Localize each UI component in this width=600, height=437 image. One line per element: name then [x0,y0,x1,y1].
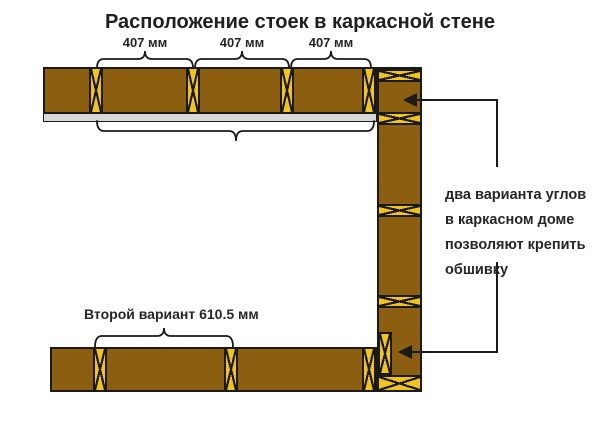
leader-line-top [414,99,498,167]
bottom-wall-stud-1 [93,347,107,392]
second-variant-brace [94,327,234,348]
corner-stud-horizontal [377,375,422,392]
right-wall-stud-4 [377,295,422,308]
dimension-brace-407-1 [96,50,194,69]
dimension-brace-407-3 [290,50,372,69]
dimension-label-407-3: 407 мм [308,35,354,50]
right-wall-stud-3 [377,204,422,217]
corner-annotation: два варианта углов в каркасном доме позв… [445,183,595,283]
second-variant-label: Второй вариант 610.5 мм [84,306,259,322]
bottom-wall-stud-3 [362,347,376,392]
corner-annotation-line-3: позволяют крепить [445,237,586,253]
right-wall-stud-2 [377,112,422,125]
top-wall-stud-3 [280,67,294,114]
top-wall-stud-4 [362,67,376,114]
diagram-title: Расположение стоек в каркасной стене [104,11,496,33]
bottom-wall-stud-2 [224,347,238,392]
sheathing-plate [43,113,377,122]
right-wall-stud-1 [377,69,422,82]
top-wall-stud-2 [186,67,200,114]
corner-annotation-line-2: в каркасном доме [445,212,575,228]
dimension-brace-407-2 [194,50,290,69]
corner-annotation-line-1: два варианта углов [445,187,587,203]
dimension-label-407-1: 407 мм [122,35,168,50]
corner-stud-vertical [378,332,392,375]
full-span-brace [96,120,375,142]
corner-annotation-line-4: обшивку [445,262,509,278]
top-wall-stud-1 [89,67,103,114]
dimension-label-407-2: 407 мм [219,35,265,50]
